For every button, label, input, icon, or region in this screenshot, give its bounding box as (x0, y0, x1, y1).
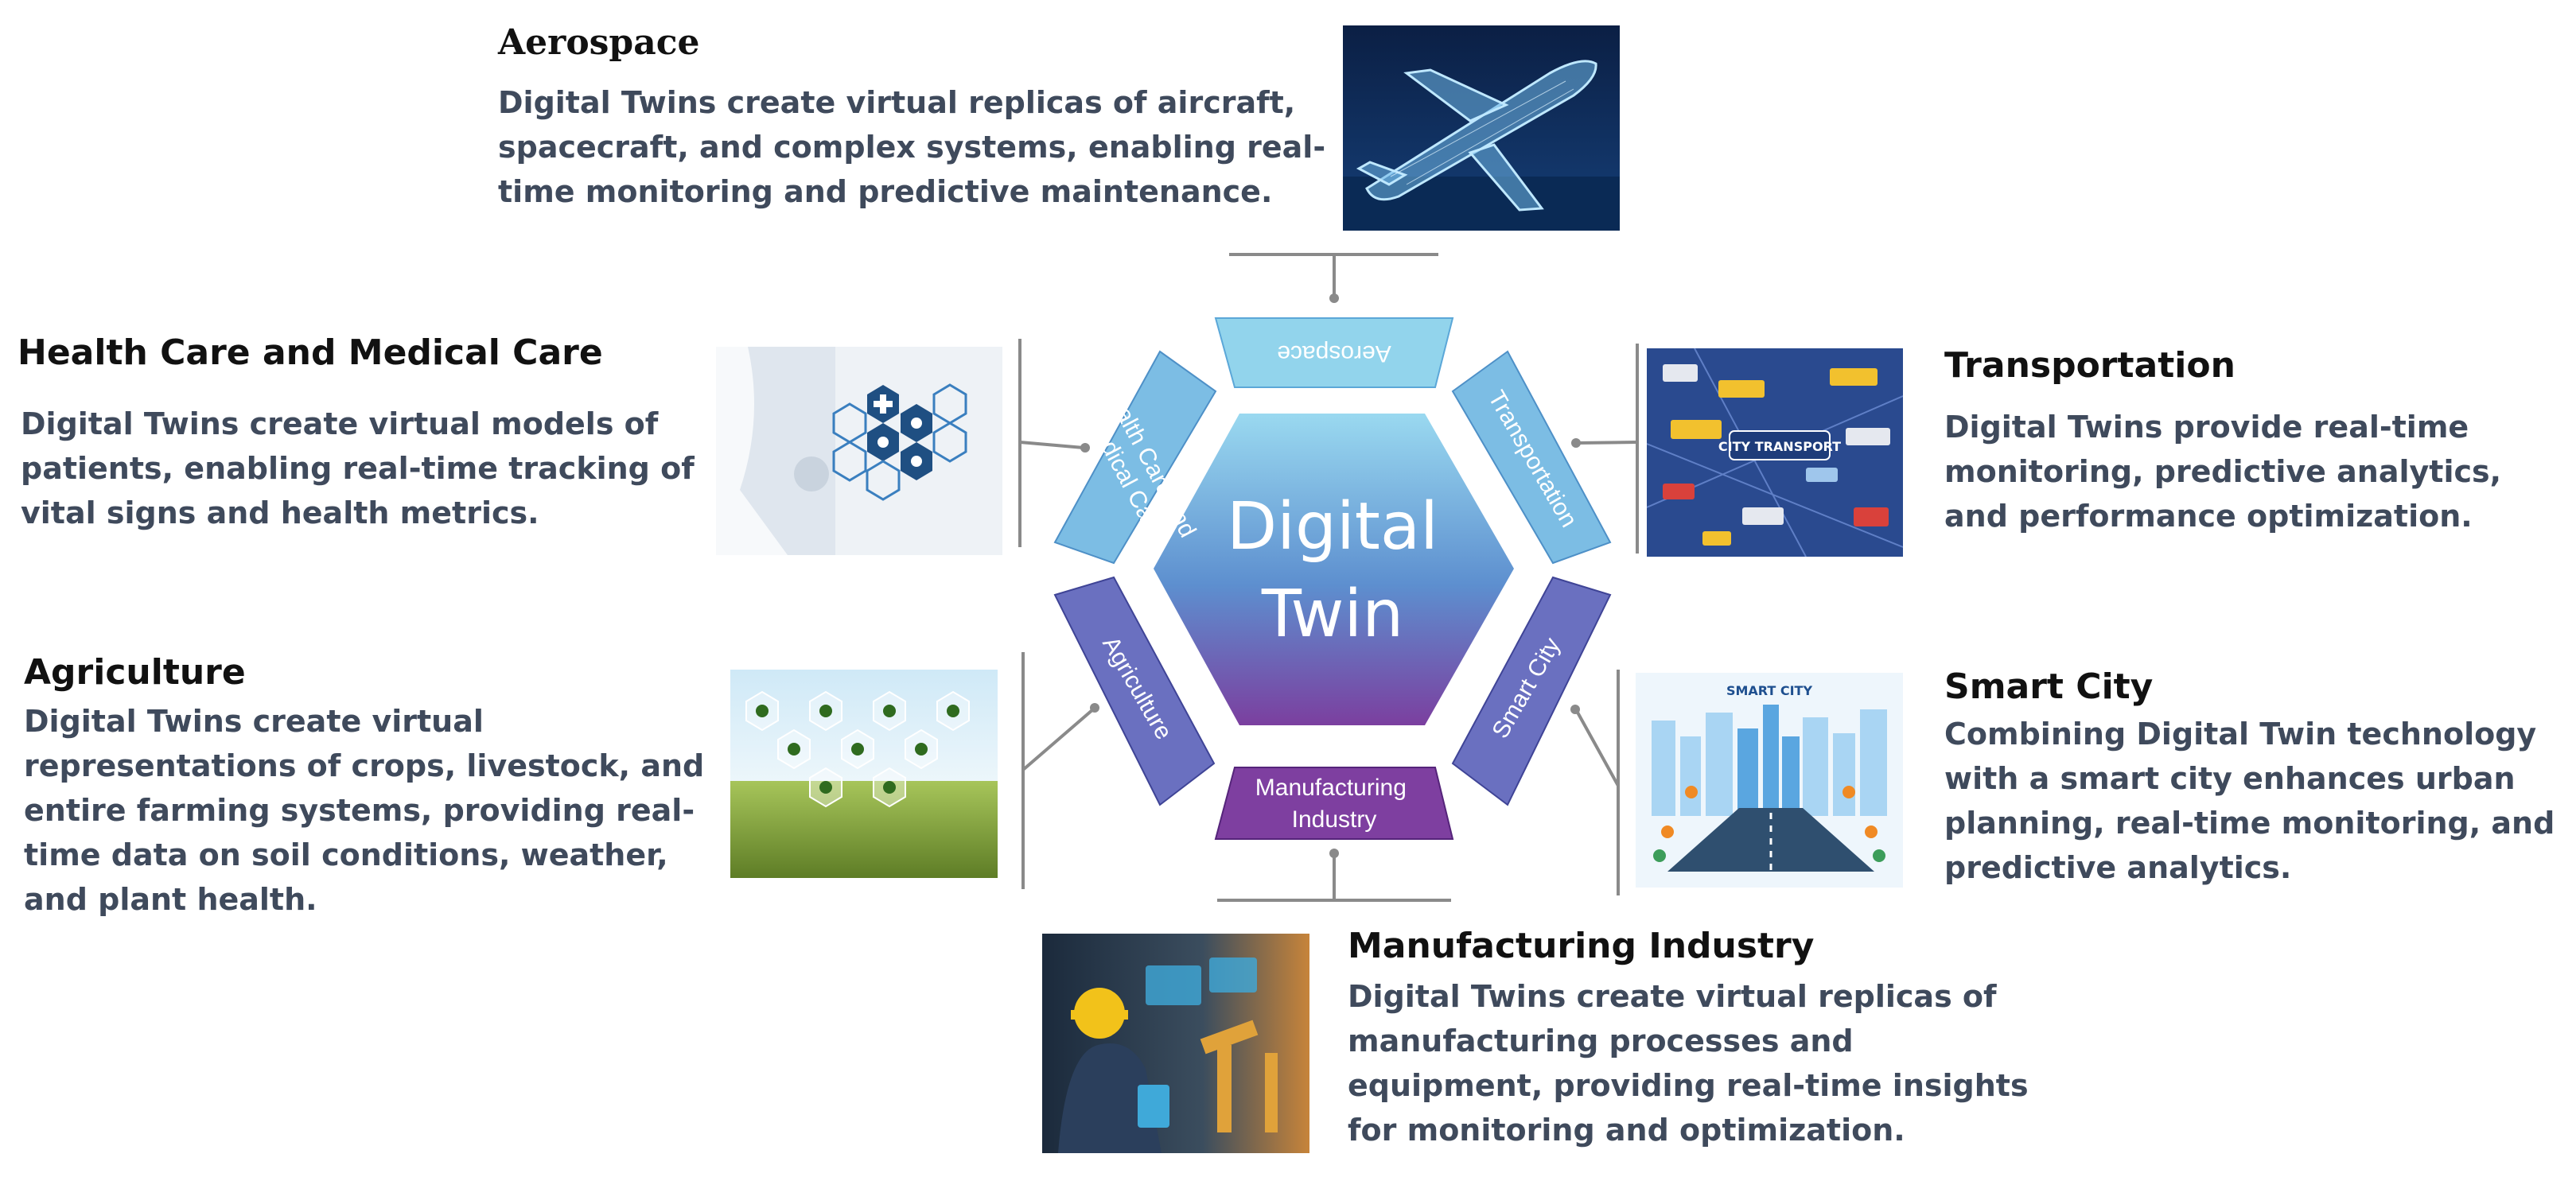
segment-aerospace[interactable] (1214, 317, 1454, 388)
block-aerospace-text: Digital Twins create virtual replicas of… (498, 85, 1326, 209)
block-manufacturing: Manufacturing Industry Digital Twins cre… (1348, 926, 2048, 1152)
image-health-care (716, 347, 1002, 555)
block-transportation: Transportation Digital Twins provide rea… (1944, 345, 2565, 538)
segment-manufacturing[interactable] (1214, 767, 1454, 840)
block-smart-city-text: Combining Digital Twin technology with a… (1944, 717, 2555, 885)
image-transportation: CITY TRANSPORT (1647, 348, 1903, 557)
segment-manufacturing-label: Manufacturing Industry (1255, 775, 1413, 833)
segment-aerospace-label: Aerospace (1277, 340, 1391, 367)
segment-agriculture[interactable] (1053, 576, 1216, 806)
image-transportation-caption: CITY TRANSPORT (1718, 439, 1841, 454)
segment-smart-city[interactable] (1451, 576, 1612, 806)
image-airplane (1343, 25, 1620, 231)
block-transportation-title: Transportation (1944, 345, 2236, 386)
block-agriculture-title: Agriculture (24, 652, 246, 693)
block-smart-city: Smart City Combining Digital Twin techno… (1944, 666, 2573, 890)
center-title-line2: Twin (1261, 577, 1403, 652)
block-agriculture: Agriculture Digital Twins create virtual… (24, 652, 716, 922)
block-transportation-text: Digital Twins provide real-time monitori… (1944, 410, 2502, 534)
block-manufacturing-text: Digital Twins create virtual replicas of… (1348, 979, 2029, 1148)
segment-transportation[interactable] (1451, 350, 1612, 565)
block-manufacturing-title: Manufacturing Industry (1348, 926, 1815, 966)
image-smart-city: SMART CITY (1636, 673, 1903, 888)
image-smart-city-caption: SMART CITY (1726, 683, 1813, 698)
segment-health[interactable] (1053, 350, 1217, 565)
block-agriculture-text: Digital Twins create virtual representat… (24, 704, 705, 917)
block-health: Health Care and Medical Care Digital Twi… (18, 332, 718, 535)
block-aerospace-title: Aerospace (498, 22, 700, 63)
block-health-text: Digital Twins create virtual models of p… (21, 406, 695, 530)
image-agriculture (730, 670, 998, 878)
block-smart-city-title: Smart City (1944, 666, 2154, 707)
connectors (1018, 253, 1639, 902)
center-title-line1: Digital (1227, 489, 1438, 565)
block-aerospace: Aerospace Digital Twins create virtual r… (498, 22, 1333, 214)
block-health-title: Health Care and Medical Care (18, 332, 603, 373)
center-hexagon (1154, 414, 1514, 725)
image-manufacturing (1042, 934, 1309, 1153)
